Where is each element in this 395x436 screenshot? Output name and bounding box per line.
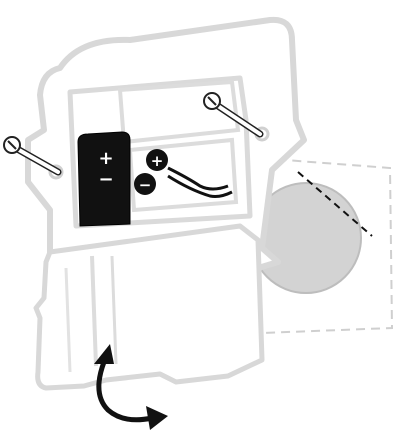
connector-plus-label: + (151, 152, 164, 170)
battery-plus-label: + (98, 148, 113, 169)
right-screw (203, 92, 264, 138)
wall-disc (250, 171, 373, 294)
battery-connector: + − (134, 149, 233, 198)
battery: + − (77, 131, 131, 227)
connector-minus-icon (134, 173, 156, 195)
left-screw (3, 136, 62, 176)
rotate-arrow-icon (94, 344, 168, 430)
battery-door (33, 223, 265, 391)
connector-minus-label: − (139, 176, 152, 194)
connector-plus-icon (146, 149, 168, 171)
screw-icon (203, 92, 264, 138)
battery-minus-label: − (98, 169, 113, 190)
battery-icon (77, 131, 131, 227)
screw-icon (3, 136, 62, 176)
